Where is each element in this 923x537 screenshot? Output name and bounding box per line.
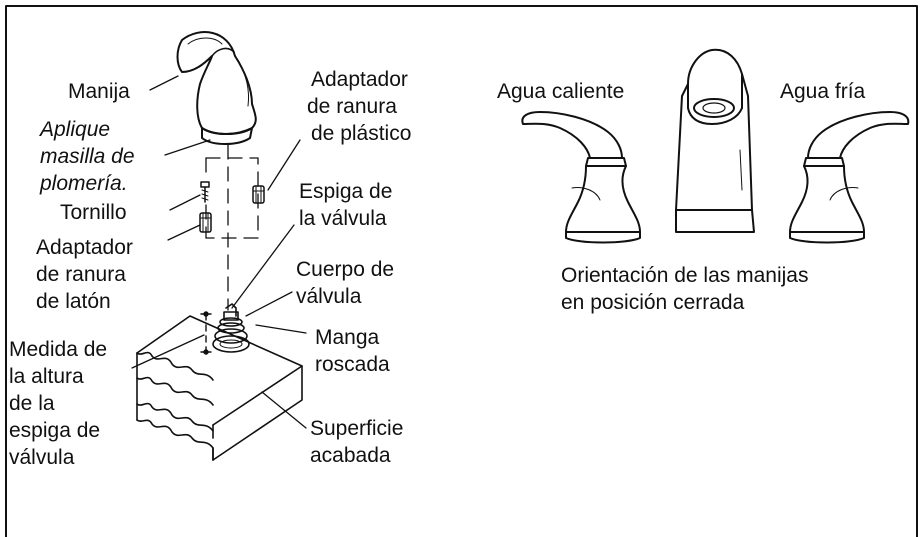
- label-medida-line4: espiga de: [9, 419, 101, 442]
- label-adaptador-plastico-line1: Adaptador: [311, 68, 408, 91]
- hot-handle-illustration: [521, 111, 641, 244]
- assembly-dashed-lines: [205, 144, 259, 311]
- label-manga-line2: roscada: [315, 353, 390, 376]
- label-adaptador-laton-line1: Adaptador: [36, 236, 133, 259]
- label-aplique-line3: plomería.: [40, 172, 128, 195]
- leader-manga: [255, 324, 307, 334]
- label-adaptador-plastico-line3: de plástico: [311, 122, 412, 145]
- handle-illustration: [176, 31, 257, 145]
- leader-aplique: [164, 139, 211, 156]
- cold-handle-illustration: [789, 111, 910, 244]
- label-medida-line2: la altura: [9, 365, 84, 388]
- leader-espiga: [231, 224, 295, 309]
- screw-illustration: [200, 181, 210, 203]
- spout-illustration: [675, 48, 755, 233]
- label-medida-line1: Medida de: [9, 338, 108, 361]
- label-adaptador-laton-line3: de latón: [36, 290, 111, 313]
- label-adaptador-plastico-line2: de ranura: [307, 95, 397, 118]
- label-medida-line3: de la: [9, 392, 55, 415]
- frame-border: [5, 5, 918, 537]
- label-agua-fria: Agua fría: [780, 80, 866, 103]
- height-measurement-marks: [200, 311, 212, 355]
- leader-superficie: [261, 391, 307, 429]
- label-cuerpo-line1: Cuerpo de: [296, 258, 395, 281]
- label-medida-line5: válvula: [9, 446, 75, 469]
- label-manija: Manija: [68, 80, 130, 103]
- label-cuerpo-line2: válvula: [296, 285, 362, 308]
- leader-manija: [149, 75, 179, 91]
- leader-tornillo: [169, 194, 201, 211]
- label-orientacion-line1: Orientación de las manijas: [561, 264, 809, 287]
- leader-cuerpo: [245, 291, 293, 317]
- leader-laton: [167, 224, 201, 241]
- brass-adapter-illustration: [199, 212, 212, 233]
- label-superficie-line1: Superficie: [310, 417, 404, 440]
- label-adaptador-laton-line2: de ranura: [36, 263, 126, 286]
- label-orientacion-line2: en posición cerrada: [561, 291, 745, 314]
- label-superficie-line2: acabada: [310, 444, 391, 467]
- finished-surface-block: [136, 315, 303, 461]
- label-aplique-line2: masilla de: [40, 145, 135, 168]
- label-aplique-line1: Aplique: [40, 118, 111, 141]
- label-manga-line1: Manga: [315, 326, 380, 349]
- label-tornillo: Tornillo: [60, 201, 127, 224]
- label-espiga-line1: Espiga de: [299, 180, 393, 203]
- leader-medida: [131, 334, 205, 369]
- label-agua-caliente: Agua caliente: [497, 80, 625, 103]
- plastic-adapter-illustration: [252, 185, 265, 204]
- leader-plastico: [267, 139, 301, 191]
- label-espiga-line2: la válvula: [299, 207, 387, 230]
